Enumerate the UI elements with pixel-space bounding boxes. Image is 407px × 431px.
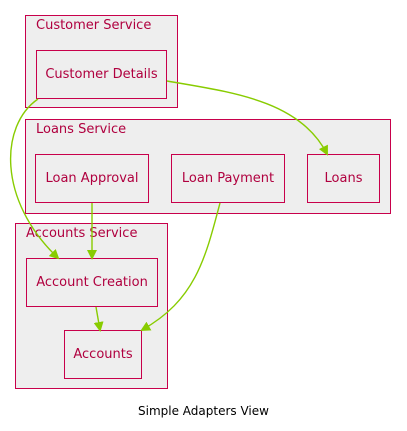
edge-customer-details-to-account-creation [9, 98, 60, 260]
loan-approval-node[interactable]: Loan Approval [35, 154, 149, 203]
account-creation-node[interactable]: Account Creation [26, 258, 158, 307]
edge-loan-payment-to-accounts [140, 202, 221, 331]
diagram-caption: Simple Adapters View [138, 404, 269, 418]
customer-service-title: Customer Service [36, 18, 152, 33]
accounts-node[interactable]: Accounts [64, 330, 142, 379]
customer-details-node[interactable]: Customer Details [36, 50, 167, 99]
loan-payment-node[interactable]: Loan Payment [171, 154, 285, 203]
loans-node[interactable]: Loans [307, 154, 380, 203]
edge-customer-details-to-loans [166, 80, 328, 156]
accounts-service-title: Accounts Service [26, 226, 138, 241]
edge-account-creation-to-accounts [93, 306, 104, 332]
loans-service-title: Loans Service [36, 122, 127, 137]
